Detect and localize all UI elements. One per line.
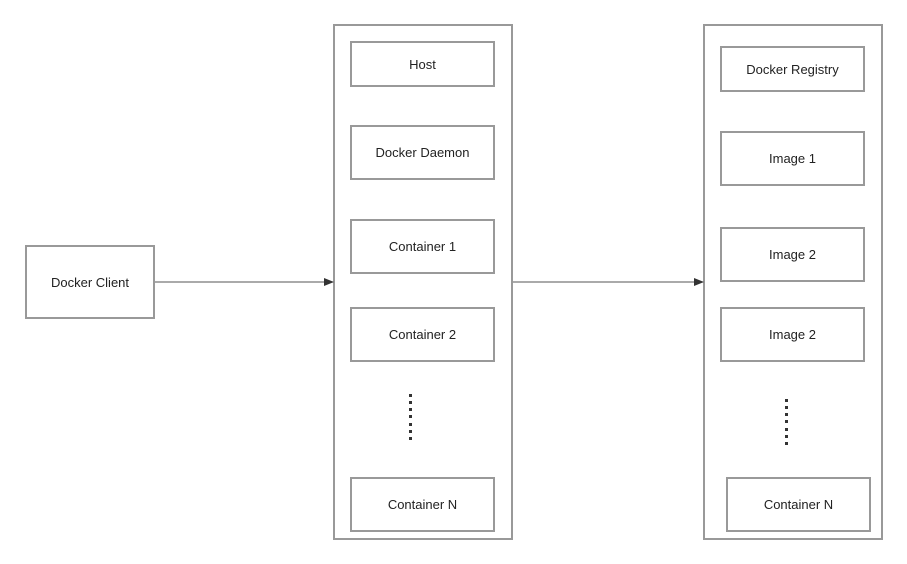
docker-client-label: Docker Client xyxy=(50,274,130,290)
docker-registry-label: Docker Registry xyxy=(746,61,839,77)
host-group-frame xyxy=(333,24,513,540)
registry-container-n-node: Container N xyxy=(726,477,871,532)
registry-ellipsis-dots xyxy=(785,399,789,445)
docker-daemon-label: Docker Daemon xyxy=(375,145,470,160)
image-2-node: Image 2 xyxy=(720,227,865,282)
docker-registry-node: Docker Registry xyxy=(720,46,865,92)
container-1-node: Container 1 xyxy=(350,219,495,274)
registry-group-frame xyxy=(703,24,883,540)
image-2b-node: Image 2 xyxy=(720,307,865,362)
container-n-node: Container N xyxy=(350,477,495,532)
image-2b-label: Image 2 xyxy=(769,327,816,342)
image-1-node: Image 1 xyxy=(720,131,865,186)
container-2-node: Container 2 xyxy=(350,307,495,362)
container-2-label: Container 2 xyxy=(388,327,457,342)
docker-daemon-node: Docker Daemon xyxy=(350,125,495,180)
host-node: Host xyxy=(350,41,495,87)
image-2-label: Image 2 xyxy=(769,247,816,262)
container-n-label: Container N xyxy=(387,497,458,512)
docker-client-node: Docker Client xyxy=(25,245,155,319)
image-1-label: Image 1 xyxy=(769,151,816,166)
host-ellipsis-dots xyxy=(409,394,413,440)
container-1-label: Container 1 xyxy=(388,239,457,254)
host-label: Host xyxy=(409,56,436,72)
registry-container-n-label: Container N xyxy=(763,497,834,512)
